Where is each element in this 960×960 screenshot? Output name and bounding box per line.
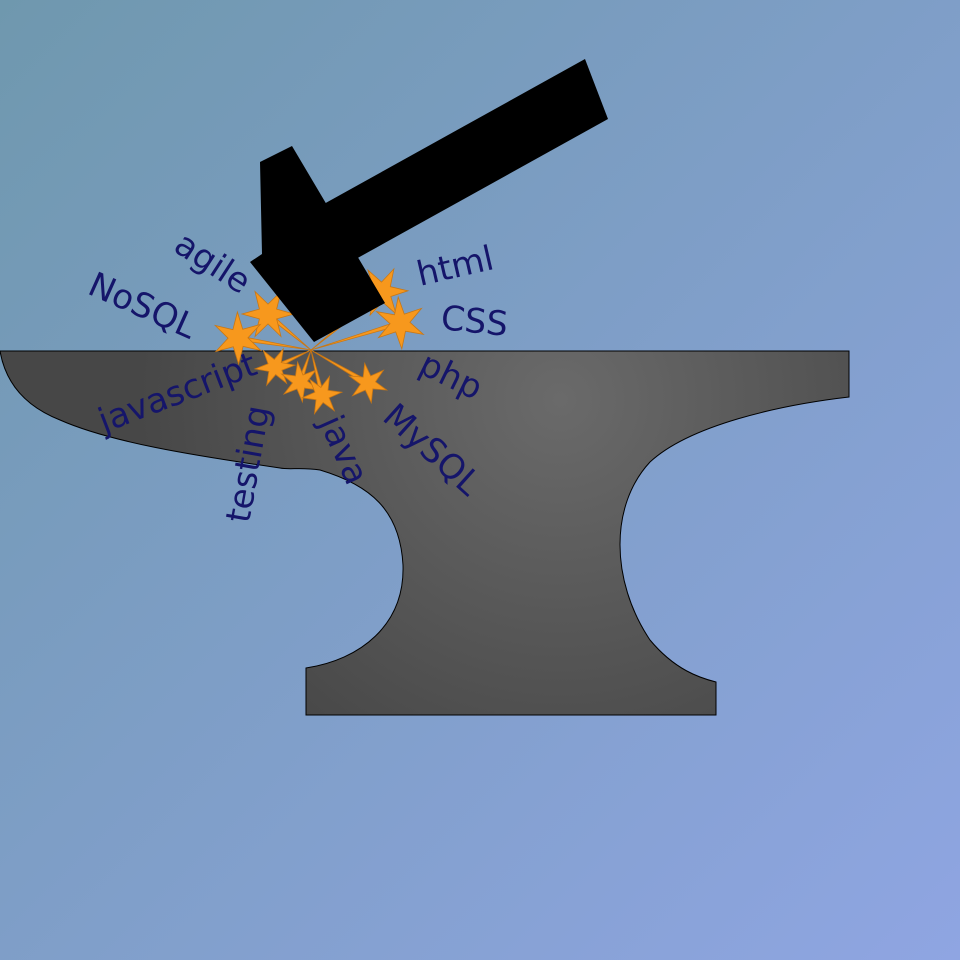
spark-star xyxy=(375,295,425,351)
hammer-handle xyxy=(295,59,608,280)
hammer xyxy=(250,59,608,342)
anvil xyxy=(0,350,850,716)
spark-star xyxy=(300,375,344,415)
spark-star xyxy=(347,361,389,405)
hammer-head xyxy=(250,146,385,342)
spark-star xyxy=(354,267,410,317)
skill-label-css: CSS xyxy=(439,298,510,345)
spark-star xyxy=(213,310,263,366)
spark-star xyxy=(253,347,297,387)
